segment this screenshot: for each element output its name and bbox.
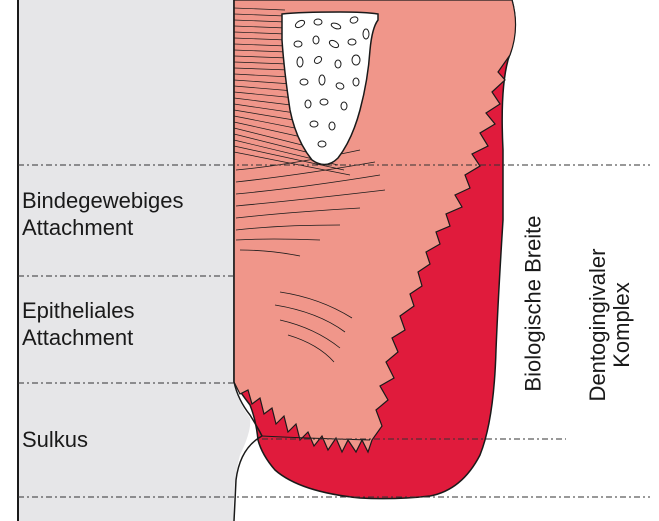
sulcus-label: Sulkus bbox=[22, 426, 88, 453]
dentogingival-line1: Dentogingivaler bbox=[586, 225, 610, 425]
biologic-width-label: Biologische Breite bbox=[520, 189, 547, 419]
epithelial-attachment-label: Epitheliales Attachment bbox=[22, 297, 135, 351]
dentogingival-line2: Komplex bbox=[610, 225, 634, 425]
epithelial-attachment-line2: Attachment bbox=[22, 324, 135, 351]
connective-attachment-line1: Bindegewebiges bbox=[22, 187, 183, 214]
dentogingival-complex-label: Dentogingivaler Komplex bbox=[586, 225, 634, 425]
connective-attachment-label: Bindegewebiges Attachment bbox=[22, 187, 183, 241]
connective-attachment-line2: Attachment bbox=[22, 214, 183, 241]
epithelial-attachment-line1: Epitheliales bbox=[22, 297, 135, 324]
